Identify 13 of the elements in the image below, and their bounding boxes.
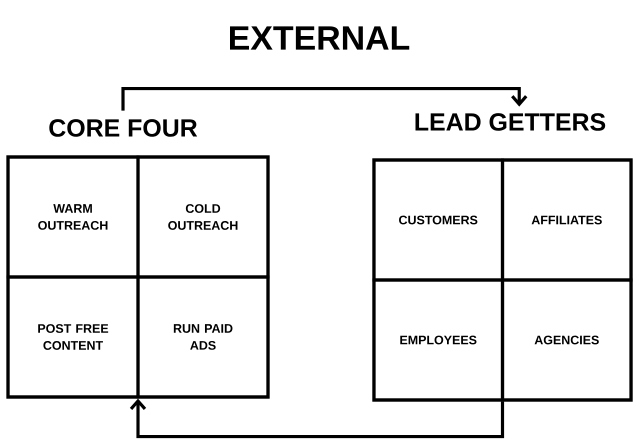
node-label: CORE FOUR [49,119,198,137]
arrow [130,398,504,438]
arrow [121,86,528,111]
grid-cell: EMPLOYEES [372,278,504,402]
grid-cell: AFFILIATES [500,158,633,282]
grid-cell: RUN PAID ADS [136,275,270,399]
grid-cell: POST FREE CONTENT [6,275,140,399]
node-label: LEAD GETTERS [416,113,606,131]
grid-cell: CUSTOMERS [372,158,504,282]
grid-cell: AGENCIES [500,278,633,402]
title: EXTERNAL [230,26,410,50]
grid-cell: WARM OUTREACH [6,155,140,279]
grid-cell: COLD OUTREACH [136,155,270,279]
